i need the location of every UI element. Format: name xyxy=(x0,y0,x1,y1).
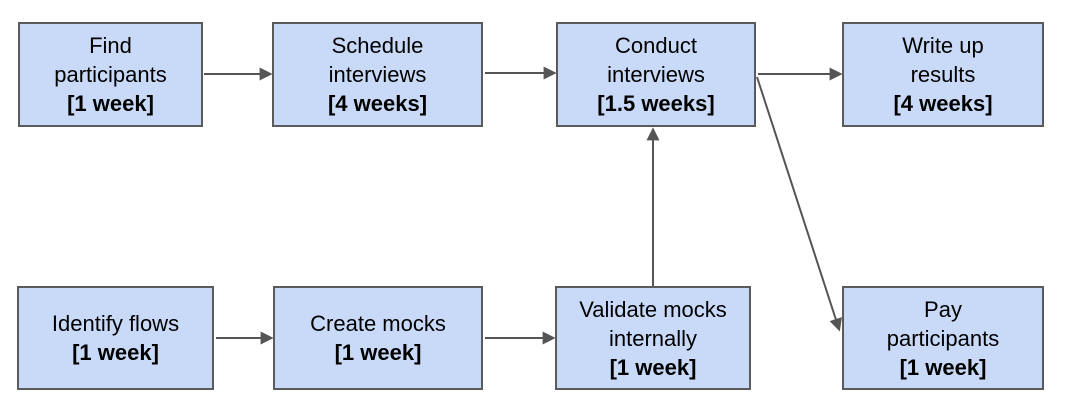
node-duration: [4 weeks] xyxy=(893,91,993,116)
node-identify-flows: Identify flows [1 week] xyxy=(17,286,214,390)
node-title-line: interviews xyxy=(607,62,705,87)
node-label: Schedule interviews [4 weeks] xyxy=(328,31,427,118)
node-create-mocks: Create mocks [1 week] xyxy=(273,286,483,390)
node-title-line: Create mocks xyxy=(310,311,446,336)
node-label: Write up results [4 weeks] xyxy=(893,31,992,118)
node-duration: [1 week] xyxy=(609,354,697,380)
node-label: Pay participants [1 week] xyxy=(887,295,1000,382)
node-label: Identify flows [1 week] xyxy=(52,309,179,367)
node-duration: [1 week] xyxy=(899,354,987,380)
node-label: Conduct interviews [1.5 weeks] xyxy=(597,31,714,118)
node-duration: [1 week] xyxy=(72,340,159,365)
node-title-line: Schedule xyxy=(331,33,424,58)
arrow-conduct-to-pay xyxy=(756,76,842,332)
node-title-line: interviews xyxy=(328,62,427,87)
node-title-line: internally xyxy=(608,325,698,351)
node-conduct-interviews: Conduct interviews [1.5 weeks] xyxy=(556,22,756,127)
node-label: Create mocks [1 week] xyxy=(310,309,446,367)
node-write-up-results: Write up results [4 weeks] xyxy=(842,22,1044,127)
node-validate-mocks: Validate mocks internally [1 week] xyxy=(555,286,751,390)
node-title-line: Write up xyxy=(902,33,984,58)
node-find-participants: Find participants [1 week] xyxy=(18,22,203,127)
node-title-line: Identify flows xyxy=(51,311,180,336)
node-schedule-interviews: Schedule interviews [4 weeks] xyxy=(272,22,483,127)
node-title-line: Find xyxy=(89,33,132,58)
node-title-line: Conduct xyxy=(615,33,697,58)
node-duration: [1 week] xyxy=(334,340,422,365)
node-title-line: Validate mocks xyxy=(579,296,727,322)
node-title-line: participants xyxy=(886,325,1000,351)
node-title-line: results xyxy=(910,62,976,87)
node-duration: [1 week] xyxy=(67,91,154,116)
node-label: Validate mocks internally [1 week] xyxy=(579,295,727,382)
node-pay-participants: Pay participants [1 week] xyxy=(842,286,1044,390)
node-duration: [4 weeks] xyxy=(327,91,428,116)
node-label: Find participants [1 week] xyxy=(54,31,167,118)
node-title-line: Pay xyxy=(924,296,962,322)
node-title-line: participants xyxy=(54,62,167,87)
node-duration: [1.5 weeks] xyxy=(597,91,715,116)
